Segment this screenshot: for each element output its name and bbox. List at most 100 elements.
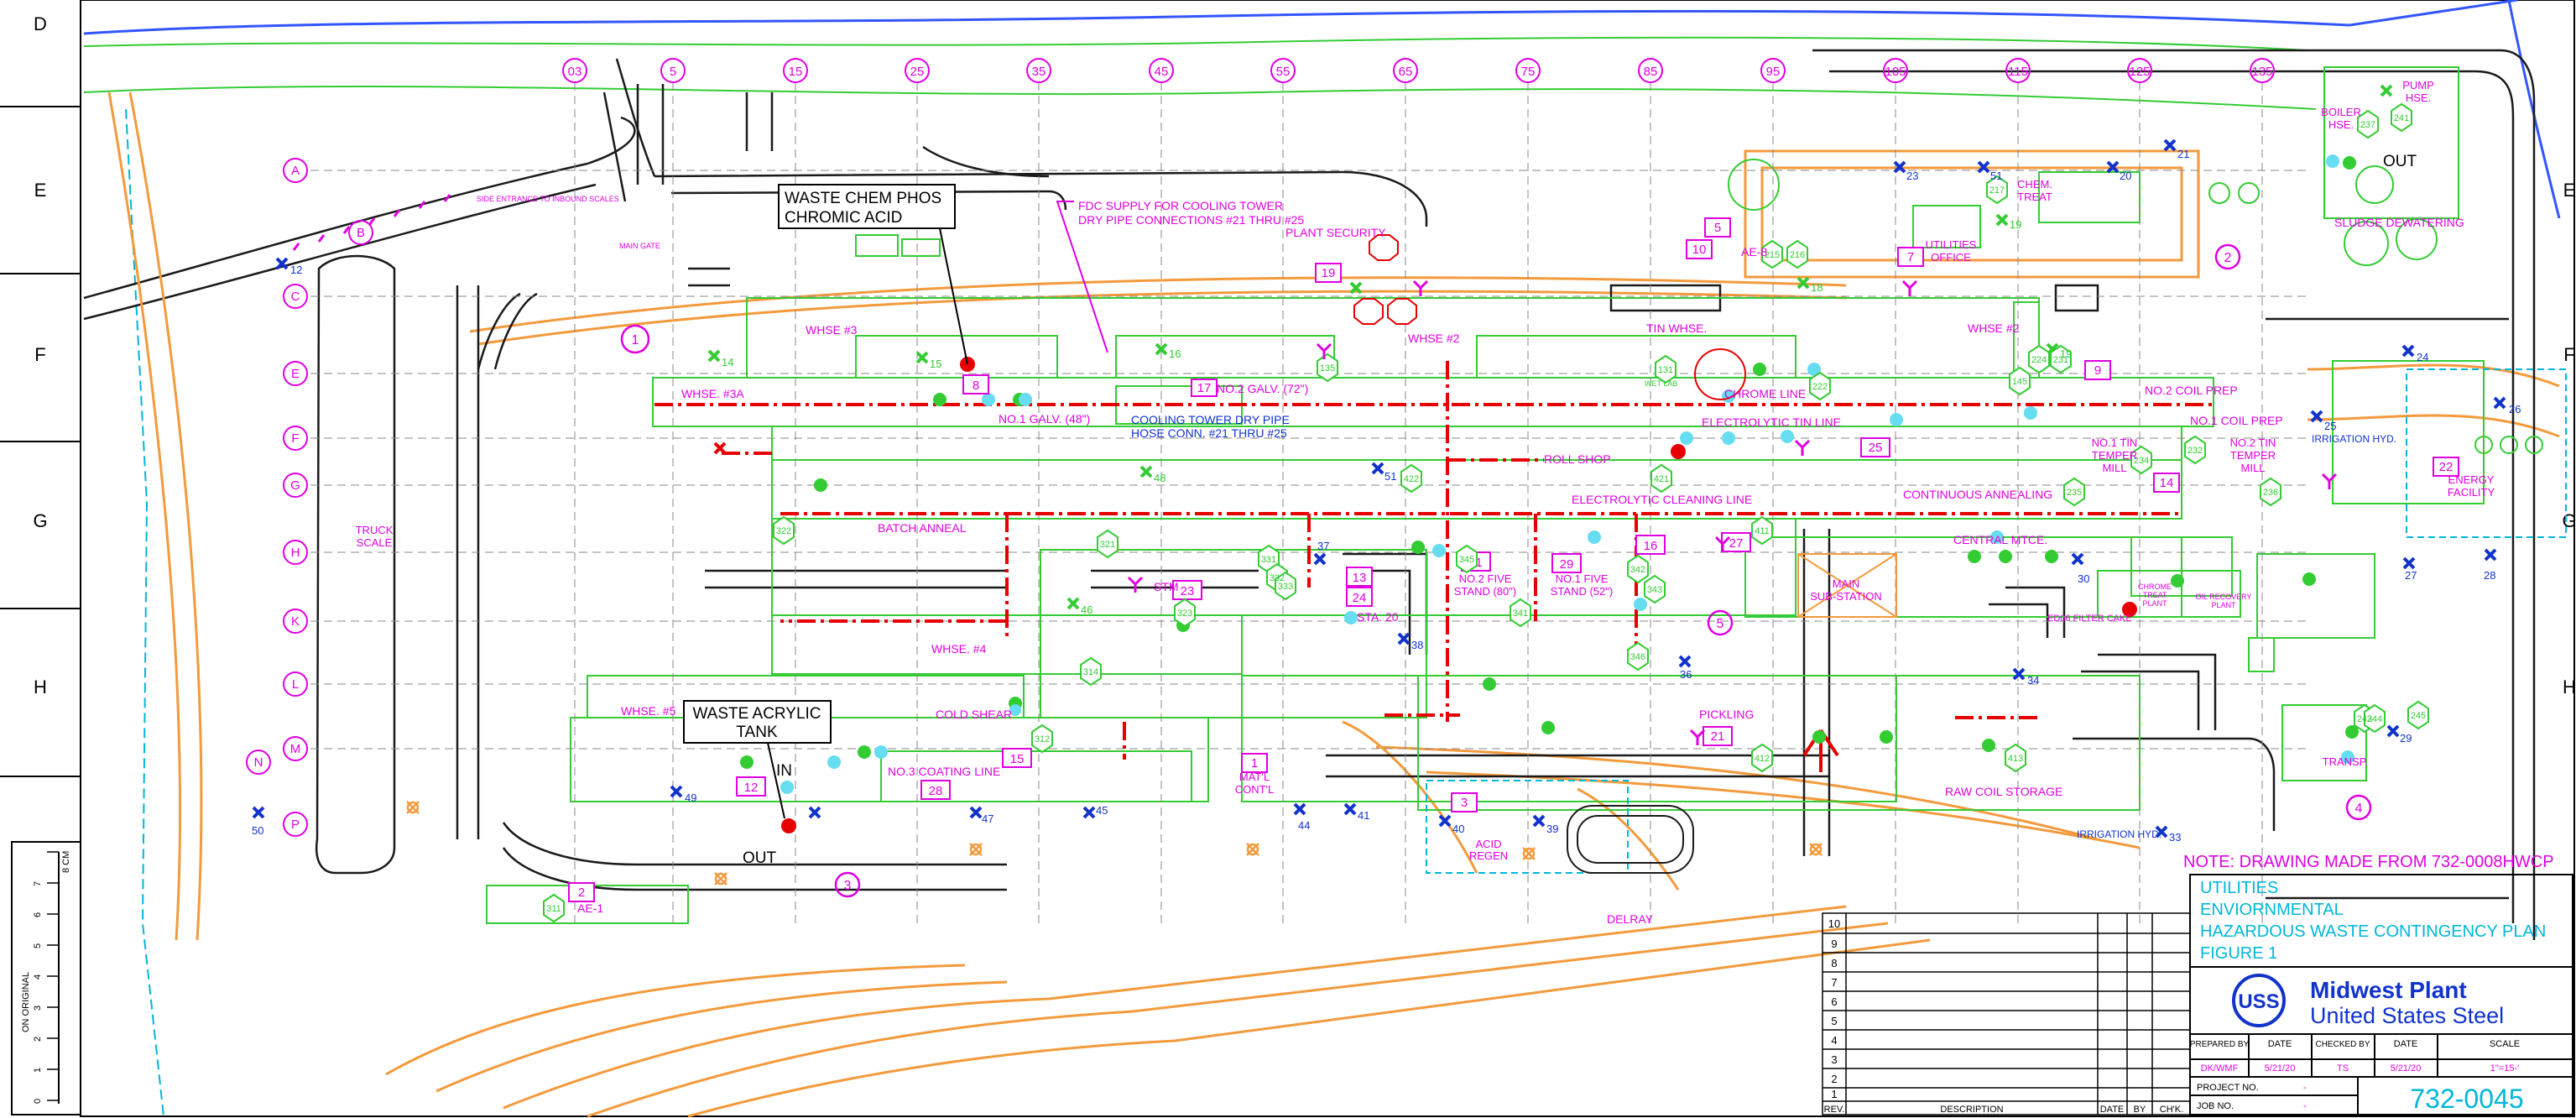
area-label-ae1: AE-1 [577,901,603,915]
extinguisher-label: 51 [1384,470,1396,483]
revision-number: 8 [1831,957,1837,969]
area-label-plant-security: PLANT SECURITY [1285,226,1386,239]
extinguisher-label: 29 [2400,732,2412,744]
uss-logo-icon [2232,974,2286,1027]
title-line-2: ENVIORNMENTAL [2200,901,2344,919]
numbered-box-label: 25 [1869,441,1883,455]
extinguisher-label: 25 [2324,420,2336,432]
hex-marker-label: 135 [1320,363,1335,374]
grid-column-label: 95 [1766,65,1781,79]
area-label-whse3a: WHSE. #3A [681,387,744,400]
grid-row-label: M [290,742,301,756]
numbered-box-label: 24 [1353,591,1367,605]
numbered-box-label: 12 [744,781,759,795]
area-label-irrigation-top: IRRIGATION HYD. [2312,433,2396,445]
title-block [2189,874,2573,1115]
revision-number: 9 [1831,938,1837,950]
extinguisher-label: 39 [1546,823,1558,835]
grid-row-label: G [290,478,300,493]
hex-marker-label: 237 [2360,120,2375,130]
plant-name: Midwest Plant [2310,977,2467,1003]
label-transp: TRANSP. [2323,755,2369,768]
waste-acrylic-callout: WASTE ACRYLIC TANK IN OUT [683,700,832,867]
ruler-tick: 7 [33,881,43,886]
extinguisher-label: 41 [1358,809,1369,822]
numbered-box-label: 27 [1729,536,1744,551]
border-row-label: G [33,510,47,531]
area-label-chrome-line: CHROME LINE [1724,387,1806,400]
numbered-box-label: 10 [1692,243,1707,257]
fire-water-main [654,361,2215,760]
area-label-no2-coil-prep: NO.2 COIL PREP [2145,384,2238,397]
date-1: 5/21/20 [2265,1063,2296,1074]
hex-marker-label: 217 [1989,185,2005,196]
label-line: BOILER [2321,106,2361,118]
grid-column-label: 35 [1032,65,1046,79]
ruler-tick: 4 [33,974,43,980]
extinguisher-label: 46 [1081,603,1092,616]
grid-column-label: 115 [2008,65,2028,79]
extinguisher-label: 15 [930,358,941,370]
scale-value: 1"=15-' [2490,1063,2519,1074]
hex-marker-label: 244 [2367,714,2382,724]
circle-marker-label: 1 [632,333,639,347]
ruler-tick: 3 [33,1006,43,1011]
label-line: PLANT [2142,599,2167,608]
revision-number: 2 [1831,1073,1837,1085]
circle-marker-label: 3 [844,879,852,893]
title-line-4: FIGURE 1 [2200,944,2277,963]
revision-number: 7 [1831,976,1837,989]
extinguisher-label: 19 [2060,347,2072,360]
revision-header-date: DATE [2100,1105,2125,1115]
extinguisher-label: 45 [1096,804,1108,817]
numbered-box-label: 1 [1251,756,1258,771]
area-label-ed06: ED06 FILTER CAKE [2047,614,2132,624]
numbered-boxes [568,217,2459,902]
hex-marker-label: 343 [1647,585,1662,595]
ruler-tick: 0 [33,1099,43,1104]
area-label-side-entrance: SIDE ENTRANCE TO INBOUND SCALES [477,195,619,203]
cooling-tower-line2: HOSE CONN. #21 THRU #25 [1131,426,1287,440]
extinguisher-label: 19 [2010,218,2021,231]
extinguisher-label: 23 [1906,170,1918,182]
area-label-electrolytic-cleaning: ELECTROLYTIC CLEANING LINE [1572,493,1752,506]
extinguisher-label: 49 [685,791,696,804]
hex-marker-label: 341 [1513,609,1528,619]
revision-number: 4 [1831,1034,1837,1047]
numbered-box-label: 2 [578,886,585,900]
label-line: ACID [1475,838,1501,850]
numbered-box-label: 21 [1711,729,1725,744]
label-line: TEMPER [2230,449,2276,462]
tank-circles [1728,159,2543,454]
hex-marker-label: 345 [1459,555,1474,565]
numbered-box-label: 23 [1181,584,1195,598]
hex-marker-label: 215 [1765,250,1780,260]
revision-number: 6 [1831,995,1837,1008]
ruler-tick: 1 [33,1068,43,1073]
blue-cross-markers [252,138,2506,838]
hex-marker-label: 311 [546,904,561,914]
extinguisher-label: 38 [1411,639,1423,651]
border-row-label: D [34,13,47,34]
grid-row-label: E [291,367,300,381]
scale-ruler: 8 CM ON ORIGINAL 0 1 2 3 4 5 6 7 [11,841,81,1115]
border-row-label: F [2563,344,2574,365]
valve-icons [406,801,1822,886]
waste-acrylic-line2: TANK [736,724,778,741]
grid-column-label: 135 [2251,65,2272,79]
extinguisher-label: 24 [2417,351,2428,363]
circle-marker-labels: 1 2 3 4 5 [632,251,2363,893]
main-substation [1797,553,1897,618]
prepared-by-label: PREPARED BY [2190,1040,2250,1049]
area-label-stm: STM [1154,580,1179,593]
area-label-whse5: WHSE. #5 [621,704,676,718]
hex-marker-label: 333 [1278,582,1293,592]
grid-column-label: 85 [1644,65,1658,79]
label-chem-treat: CHEM.TREAT [2017,178,2052,203]
label-line: UTILITIES [1926,238,1977,251]
